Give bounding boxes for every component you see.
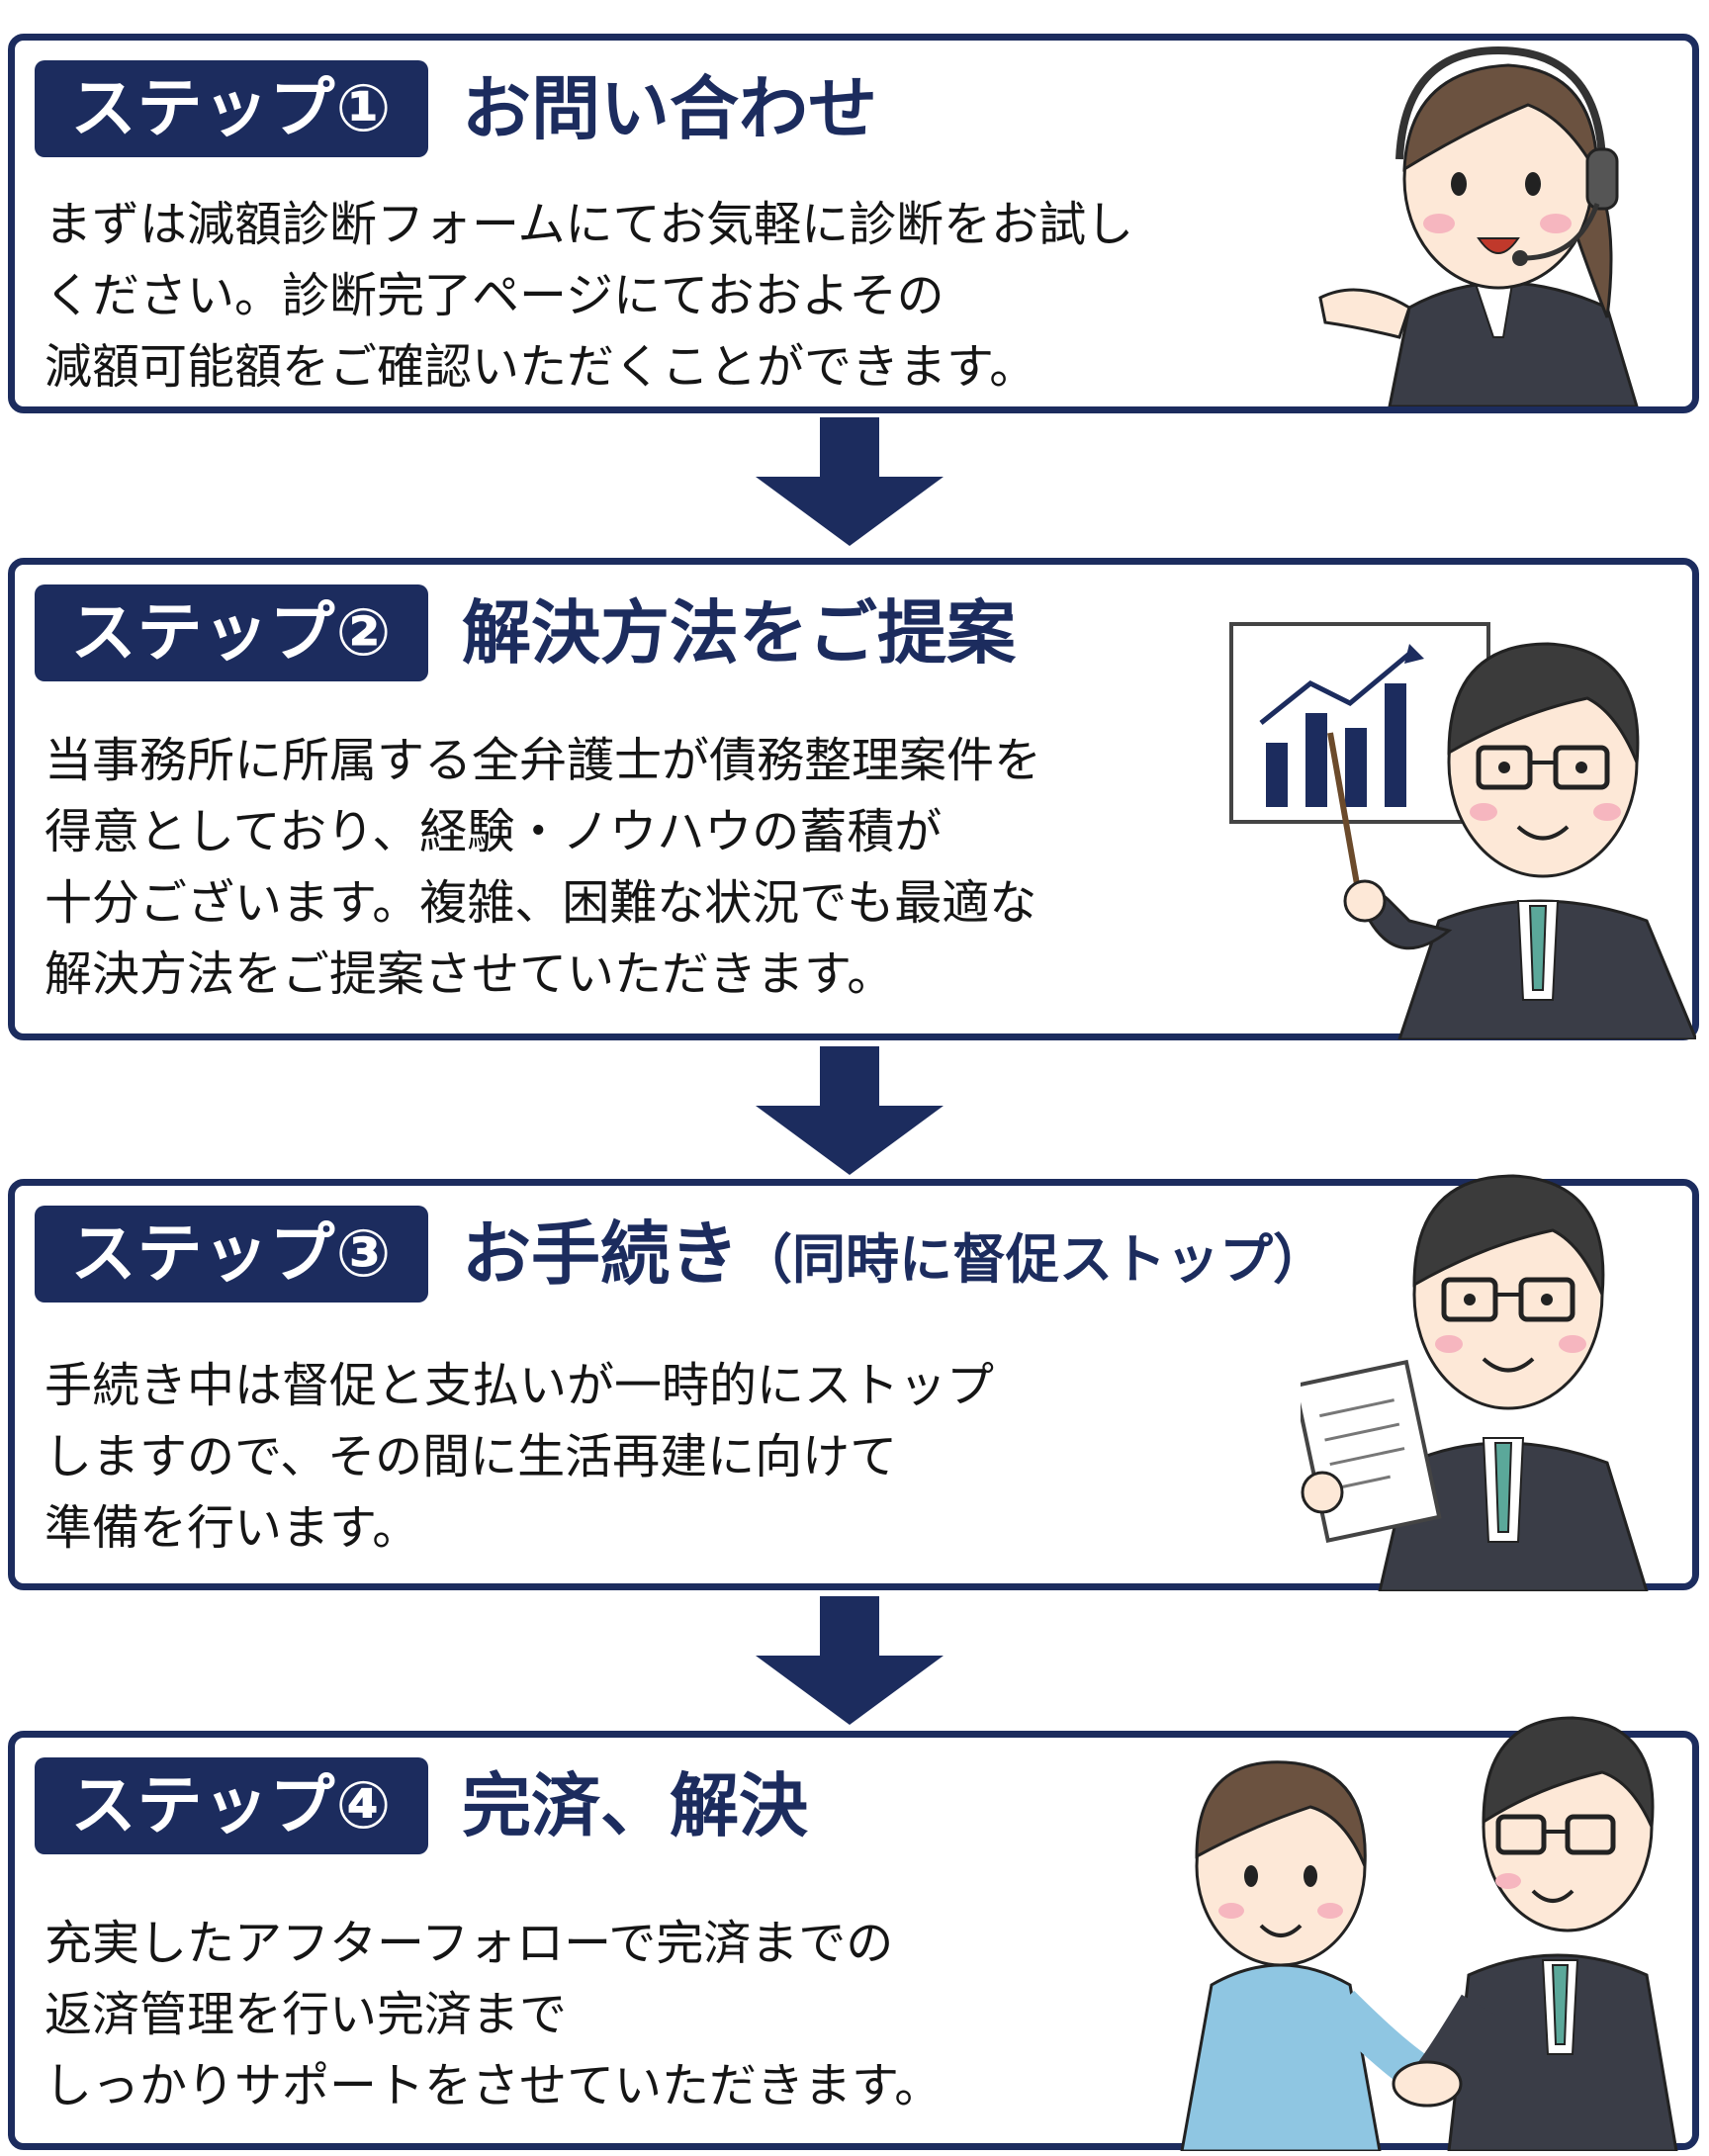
description-line: 充実したアフターフォローで完済までの — [45, 1916, 894, 1971]
step-3-title-text: お手続き — [462, 1213, 739, 1295]
step-4-badge: ステップ④ — [35, 1757, 428, 1854]
step-1-box: ステップ① お問い合わせ まずは減額診断フォームにてお気軽に診断をお試し くださ… — [8, 34, 1699, 413]
step-1-badge: ステップ① — [35, 60, 428, 157]
step-3-description: 手続き中は督促と支払いが一時的にストップ しますので、その間に生活再建に向けて … — [45, 1350, 994, 1564]
description-line: 手続き中は督促と支払いが一時的にストップ — [45, 1358, 995, 1413]
description-line: 返済管理を行い完済まで — [45, 1987, 568, 2042]
description-line: 十分ございます。複雑、困難な状況でも最適な — [45, 875, 1037, 931]
description-line: しっかりサポートをさせていただきます。 — [45, 2058, 943, 2113]
lawyer-with-document-illustration — [1301, 1174, 1649, 1591]
step-1-title-text: お問い合わせ — [462, 68, 877, 149]
description-line: 解決方法をご提案させていただきます。 — [45, 946, 895, 1002]
step-2-description: 当事務所に所属する全弁護士が債務整理案件を 得意としており、経験・ノウハウの蓄積… — [45, 725, 1041, 1010]
down-arrow-icon — [756, 417, 944, 546]
down-arrow-icon — [756, 1046, 944, 1175]
step-3-badge: ステップ③ — [35, 1206, 428, 1303]
step-2-title-text: 解決方法をご提案 — [462, 592, 1016, 674]
step-1-description: まずは減額診断フォームにてお気軽に診断をお試し ください。診断完了ページにておお… — [45, 189, 1133, 403]
step-1-title: お問い合わせ — [462, 60, 877, 157]
step-3-title: お手続き（同時に督促ストップ） — [462, 1206, 1326, 1303]
step-4-box: ステップ④ 完済、解決 充実したアフターフォローで完済までの 返済管理を行い完済… — [8, 1716, 1699, 2151]
step-4-title: 完済、解決 — [462, 1757, 808, 1854]
description-line: 準備を行います。 — [45, 1500, 420, 1556]
step-4-description: 充実したアフターフォローで完済までの 返済管理を行い完済まで しっかりサポートを… — [45, 1908, 942, 2121]
step-2-title: 解決方法をご提案 — [462, 584, 1016, 681]
description-line: ください。診断完了ページにておおよその — [45, 268, 944, 323]
down-arrow-icon — [756, 1596, 944, 1725]
description-line: 得意としており、経験・ノウハウの蓄積が — [45, 804, 943, 859]
description-line: 当事務所に所属する全弁護士が債務整理案件を — [45, 733, 1042, 788]
step-2-badge: ステップ② — [35, 584, 428, 681]
description-line: しますので、その間に生活再建に向けて — [45, 1429, 898, 1484]
step-3-box: ステップ③ お手続き（同時に督促ストップ） 手続き中は督促と支払いが一時的にスト… — [8, 1174, 1699, 1591]
step-3-title-sub: （同時に督促ストップ） — [739, 1228, 1326, 1291]
description-line: 減額可能額をご確認いただくことができます。 — [45, 339, 1037, 395]
step-2-box: ステップ② 解決方法をご提案 当事務所に所属する全弁護士が債務整理案件を 得意と… — [8, 558, 1699, 1040]
operator-with-headset-illustration — [1318, 45, 1639, 406]
lawyer-with-chart-illustration — [1229, 622, 1696, 1039]
step-4-title-text: 完済、解決 — [462, 1765, 808, 1846]
handshake-illustration — [1180, 1716, 1678, 2151]
description-line: まずは減額診断フォームにてお気軽に診断をお試し — [45, 197, 1134, 252]
